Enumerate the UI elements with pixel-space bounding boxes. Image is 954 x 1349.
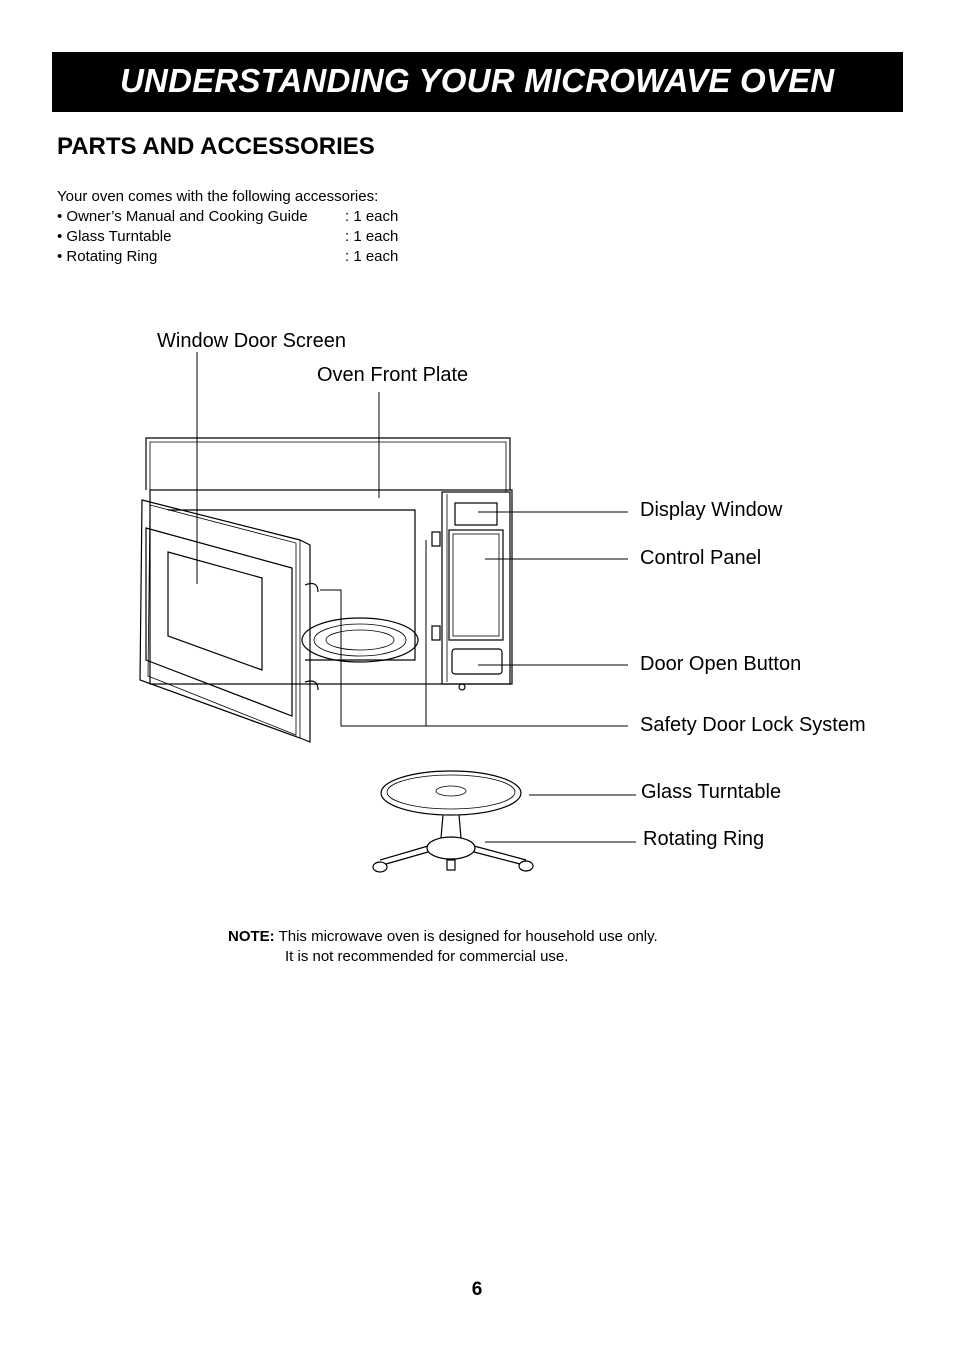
- accessory-quantity: : 1 each: [345, 208, 399, 225]
- label-glass-turntable: Glass Turntable: [641, 781, 782, 803]
- label-safety-door-lock: Safety Door Lock System: [640, 714, 866, 736]
- accessory-name: • Owner’s Manual and Cooking Guide: [57, 208, 308, 225]
- latch-slot-top: [431, 531, 441, 547]
- leader-lines: [196, 352, 636, 843]
- note-text: This microwave oven is designed for hous…: [278, 928, 658, 945]
- accessory-quantity: : 1 each: [345, 248, 399, 265]
- page-title: UNDERSTANDING YOUR MICROWAVE OVEN: [120, 62, 835, 99]
- label-rotating-ring: Rotating Ring: [643, 828, 765, 850]
- label-door-open-button: Door Open Button: [640, 653, 802, 675]
- accessory-item: • Owner’s Manual and Cooking Guide : 1 e…: [57, 208, 398, 225]
- rotating-ring-drawing: [372, 814, 534, 873]
- accessory-name: • Rotating Ring: [57, 248, 158, 265]
- note-label: NOTE:: [228, 928, 275, 945]
- label-oven-front-plate: Oven Front Plate: [317, 364, 469, 386]
- note-text-line2: It is not recommended for commercial use…: [285, 948, 569, 965]
- accessory-quantity: : 1 each: [345, 228, 399, 245]
- label-window-door-screen: Window Door Screen: [157, 330, 346, 352]
- oven-body: [145, 437, 513, 691]
- label-control-panel: Control Panel: [640, 547, 762, 569]
- oven-door: [139, 499, 319, 743]
- interior-turntable: [301, 617, 419, 663]
- label-display-window: Display Window: [640, 499, 783, 521]
- glass-turntable-drawing: [380, 770, 522, 816]
- accessories-intro: Your oven comes with the following acces…: [57, 188, 379, 205]
- section-title: PARTS AND ACCESSORIES: [57, 133, 375, 160]
- header-banner: UNDERSTANDING YOUR MICROWAVE OVEN: [52, 52, 903, 112]
- accessory-item: • Glass Turntable : 1 each: [57, 228, 398, 245]
- latch-slot-bottom: [431, 625, 441, 641]
- accessory-name: • Glass Turntable: [57, 228, 172, 245]
- page-number: 6: [471, 1279, 483, 1300]
- accessory-item: • Rotating Ring : 1 each: [57, 248, 398, 265]
- note: NOTE: This microwave oven is designed fo…: [228, 928, 658, 945]
- control-panel-drawing: [448, 502, 504, 675]
